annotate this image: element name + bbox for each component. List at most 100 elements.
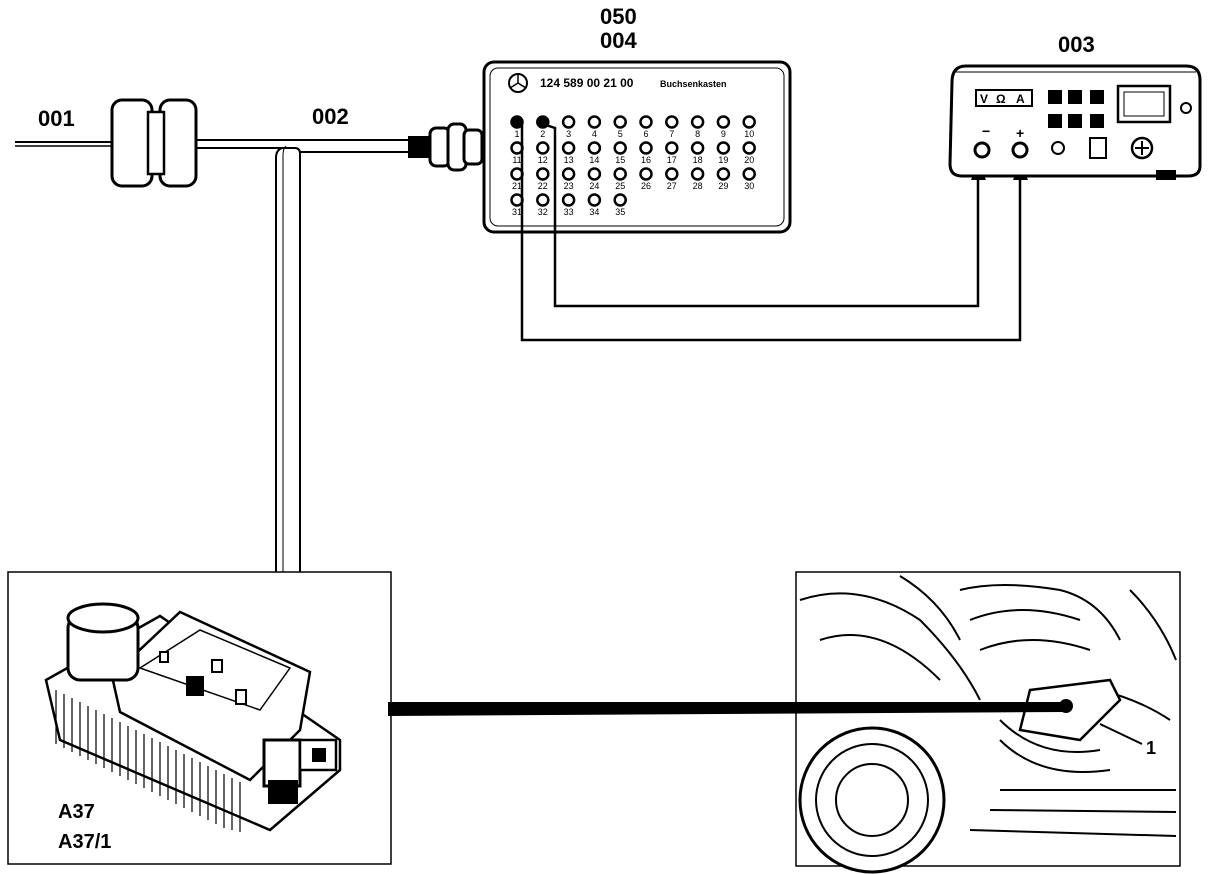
socket-pin-hole: [613, 115, 627, 129]
socket-pin-label: 19: [718, 155, 728, 165]
socket-pin-hole: [587, 193, 602, 207]
socket-pin-5: 5: [613, 115, 627, 139]
socket-pin-label: 7: [669, 129, 674, 139]
socket-pin-label: 17: [667, 155, 677, 165]
socket-pin-8: 8: [690, 115, 705, 139]
callout-1: 1: [1146, 738, 1156, 758]
socket-pin-34: 34: [587, 193, 602, 217]
socket-pin-30: 30: [742, 167, 756, 191]
socket-pin-label: 32: [538, 207, 548, 217]
socket-pin-label: 23: [564, 181, 574, 191]
socket-pin-hole: [742, 115, 756, 129]
socket-pin-24: 24: [587, 167, 602, 191]
socket-pin-17: 17: [665, 141, 679, 165]
socket-pin-hole: [716, 115, 731, 129]
socket-pin-hole: [561, 167, 576, 181]
socket-pin-12: 12: [536, 141, 550, 165]
socket-pin-7: 7: [665, 115, 679, 139]
socket-pin-hole: [561, 141, 576, 155]
socket-pin-label: 30: [744, 181, 754, 191]
socket-pin-26: 26: [639, 167, 653, 191]
socket-pin-hole: [536, 193, 550, 207]
socket-pin-hole: [639, 141, 653, 155]
vehicle-location-panel: 1: [795, 571, 1181, 874]
socket-pin-33: 33: [561, 193, 576, 217]
socket-pin-23: 23: [561, 167, 576, 191]
socket-pin-hole: [561, 115, 576, 129]
socket-pin-label: 18: [693, 155, 703, 165]
socket-pin-label: 4: [592, 129, 597, 139]
socket-pin-label: 8: [695, 129, 700, 139]
socket-pin-label: 34: [589, 207, 599, 217]
label-050: 050: [600, 4, 637, 29]
socket-box-caption: Buchsenkasten: [660, 79, 727, 89]
socket-pin-28: 28: [690, 167, 705, 191]
socket-pin-label: 27: [667, 181, 677, 191]
socket-pin-label: 16: [641, 155, 651, 165]
socket-pin-14: 14: [587, 141, 602, 165]
label-002: 002: [312, 104, 349, 129]
socket-pin-label: 14: [589, 155, 599, 165]
socket-pin-4: 4: [587, 115, 602, 139]
multimeter: V Ω A − +: [948, 64, 1202, 180]
socket-pin-27: 27: [665, 167, 679, 191]
label-003: 003: [1058, 32, 1095, 57]
socket-pin-hole: [613, 141, 627, 155]
socket-pin-label: 13: [564, 155, 574, 165]
socket-pin-16: 16: [639, 141, 653, 165]
socket-pin-label: 10: [744, 129, 754, 139]
socket-pin-6: 6: [639, 115, 653, 139]
socket-pin-hole: [587, 167, 602, 181]
label-001: 001: [38, 106, 75, 131]
socket-pin-hole: [716, 141, 731, 155]
socket-pin-hole: [587, 141, 602, 155]
socket-pin-label: 21: [512, 181, 522, 191]
socket-pin-label: 12: [538, 155, 548, 165]
socket-pin-10: 10: [742, 115, 756, 139]
socket-pin-label: 22: [538, 181, 548, 191]
socket-pin-label: 26: [641, 181, 651, 191]
socket-pin-25: 25: [613, 167, 627, 191]
socket-pin-hole: [690, 115, 705, 129]
socket-pin-hole: [561, 193, 576, 207]
socket-pin-label: 31: [512, 207, 522, 217]
socket-pin-hole: [639, 115, 653, 129]
socket-pin-label: 11: [512, 155, 521, 165]
socket-pin-label: 29: [718, 181, 728, 191]
socket-pin-hole: [665, 167, 679, 181]
socket-pin-label: 24: [589, 181, 599, 191]
socket-pin-hole: [665, 141, 679, 155]
location-pointer: [388, 702, 1066, 716]
socket-pin-label: 1: [514, 129, 519, 139]
socket-pin-label: 3: [566, 129, 571, 139]
socket-pin-hole: [690, 167, 705, 181]
socket-pin-9: 9: [716, 115, 731, 139]
test-cable-002: [275, 122, 484, 770]
socket-pin-label: 28: [693, 181, 703, 191]
socket-box-part-number: 124 589 00 21 00: [540, 76, 634, 90]
socket-pin-label: 15: [615, 155, 625, 165]
socket-pin-35: 35: [613, 193, 627, 217]
mode-a-label: A: [1016, 92, 1025, 106]
socket-pin-32: 32: [536, 193, 550, 217]
socket-pin-hole: [716, 167, 731, 181]
module-label-a37-1: A37/1: [58, 831, 111, 853]
socket-pin-1: 1: [510, 115, 524, 139]
socket-pin-29: 29: [716, 167, 731, 191]
socket-pin-hole: [665, 115, 679, 129]
adapter-cable-001: [15, 98, 410, 188]
socket-pin-label: 5: [618, 129, 623, 139]
mode-ohm-label: Ω: [996, 92, 1006, 106]
socket-pin-15: 15: [613, 141, 627, 165]
socket-pin-hole: [639, 167, 653, 181]
socket-pin-label: 2: [540, 129, 545, 139]
module-label-a37: A37: [58, 801, 95, 823]
socket-pin-3: 3: [561, 115, 576, 139]
mode-v-label: V: [980, 92, 988, 106]
plus-terminal-label: +: [1016, 125, 1024, 141]
socket-pin-hole: [690, 141, 705, 155]
socket-pin-hole: [536, 167, 550, 181]
socket-pin-label: 25: [615, 181, 625, 191]
